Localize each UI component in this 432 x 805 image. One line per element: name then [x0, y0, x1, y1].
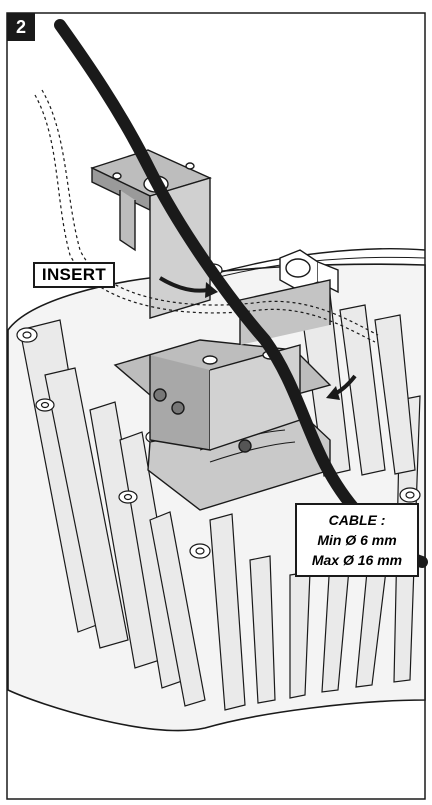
step-number-badge: 2 — [7, 13, 35, 41]
housing-rim — [209, 248, 426, 276]
insert-callout: INSERT — [33, 262, 115, 288]
arrow-heads — [205, 282, 340, 400]
cable-spec-callout: CABLE : Min Ø 6 mm Max Ø 16 mm — [295, 503, 419, 577]
cable-spec-max: Max Ø 16 mm — [311, 552, 403, 568]
cable-routing-path — [34, 89, 379, 343]
cable-spec-min: Min Ø 6 mm — [317, 532, 397, 548]
cable-spec-title: CABLE : — [328, 512, 386, 528]
hanger-bracket — [90, 149, 212, 319]
heat-sink-fins — [19, 293, 421, 711]
